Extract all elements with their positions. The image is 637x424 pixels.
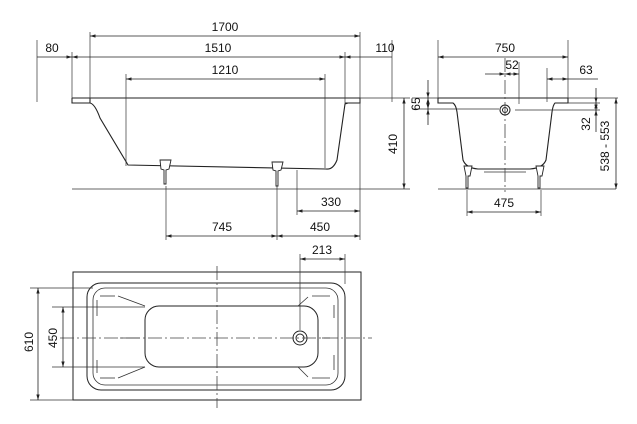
dim-right-rim: 110 <box>375 41 394 55</box>
plan-grooves <box>96 295 335 379</box>
dim-foot-offset: 450 <box>310 220 330 234</box>
dim-drain-height: 32 <box>579 117 593 131</box>
plan-bowl-inner <box>92 287 339 386</box>
side-foot-left <box>159 159 172 185</box>
plan-view: 213 610 450 <box>22 243 372 408</box>
dim-drain-offset: 330 <box>321 195 341 209</box>
side-tub-outline <box>71 97 361 170</box>
dim-bottom-length: 1210 <box>212 63 239 77</box>
dim-left-rim: 80 <box>45 41 59 55</box>
dim-inner-length: 1510 <box>205 41 232 55</box>
dim-rim-height: 65 <box>409 97 423 111</box>
dim-overall-length: 1700 <box>212 20 239 34</box>
dim-rim-offset: 63 <box>579 63 593 77</box>
dim-height-range: 538 - 553 <box>598 120 612 171</box>
end-view: 750 52 63 65 32 538 - 553 475 <box>409 40 618 216</box>
dim-end-overall-width: 750 <box>495 41 515 55</box>
plan-bottom-area <box>144 305 319 368</box>
dim-drain-center: 52 <box>505 58 519 72</box>
side-view: 1700 80 1510 110 1210 410 330 745 450 <box>36 20 410 240</box>
end-foot-left <box>463 165 473 189</box>
dim-foot-span: 745 <box>212 220 232 234</box>
dim-plan-overall-width: 610 <box>22 332 36 352</box>
end-tub-outline <box>437 97 569 170</box>
plan-bowl-outer <box>86 282 346 391</box>
dim-drain-distance: 213 <box>312 243 332 257</box>
dim-plan-inner-width: 450 <box>46 328 60 348</box>
dim-height: 410 <box>386 134 400 154</box>
end-foot-right <box>535 165 545 189</box>
dim-foot-width: 475 <box>494 196 514 210</box>
side-foot-right <box>271 161 284 187</box>
